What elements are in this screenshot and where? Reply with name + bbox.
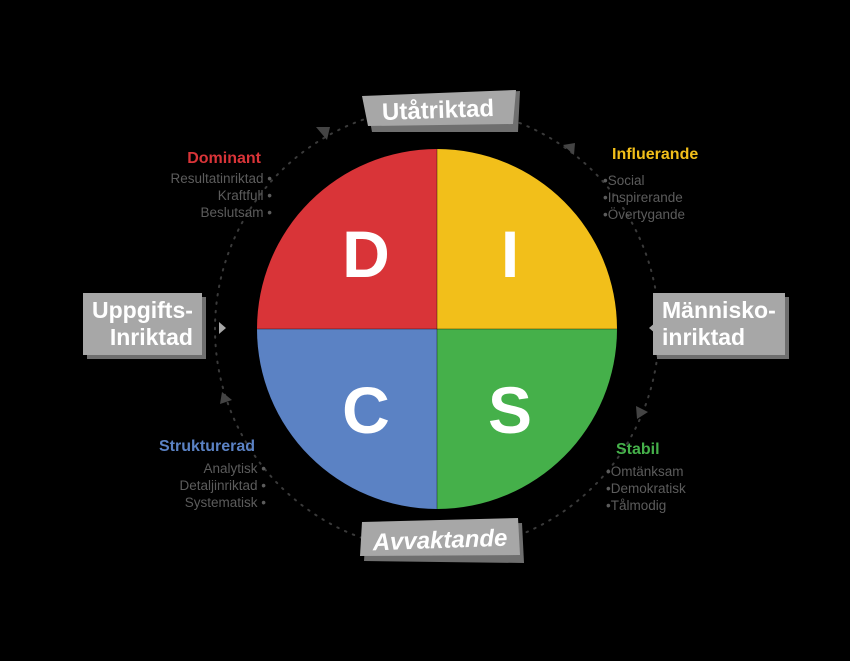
trait-item: Omtänksam <box>606 463 686 480</box>
letter-i: I <box>501 217 519 291</box>
influerande-title: Influerande <box>612 146 699 163</box>
trait-item: Analytisk <box>179 460 266 477</box>
strukturerad-traits: Analytisk Detaljinriktad Systematisk <box>179 460 266 511</box>
bottom-banner: Avvaktande <box>360 518 524 563</box>
orbit-arrow-top-right <box>563 143 575 155</box>
top-banner: Utåtriktad <box>362 90 520 132</box>
letter-d: D <box>342 217 390 291</box>
letter-s: S <box>488 373 532 447</box>
bottom-banner-label: Avvaktande <box>371 525 508 557</box>
trait-item: Resultatinriktad <box>170 170 272 187</box>
orbit-arrow-bottom-right <box>636 406 648 419</box>
strukturerad-title: Strukturerad <box>158 438 255 455</box>
task-oriented-line2: Inriktad <box>109 324 193 350</box>
influerande-traits: Social Inspirerande Övertygande <box>603 172 685 223</box>
people-oriented-box: Människo- inriktad <box>653 293 785 355</box>
top-banner-label: Utåtriktad <box>382 95 495 126</box>
quadrant-d <box>257 149 437 329</box>
trait-item: Beslutsam <box>170 204 272 221</box>
orbit-arrow-top-left <box>316 127 330 140</box>
task-oriented-box: Uppgifts- Inriktad <box>83 293 202 355</box>
quadrant-s <box>437 329 617 509</box>
left-box-pointer <box>219 322 226 334</box>
dominant-traits: Resultatinriktad Kraftfull Beslutsam <box>170 170 272 221</box>
quadrant-c <box>257 329 437 509</box>
trait-item: Demokratisk <box>606 480 686 497</box>
people-oriented-line1: Människo- <box>662 297 776 323</box>
task-oriented-line1: Uppgifts- <box>92 297 193 323</box>
orbit-arrow-bottom-left <box>220 392 232 404</box>
trait-item: Systematisk <box>179 494 266 511</box>
quadrant-i <box>437 149 617 329</box>
dominant-title: Dominant <box>187 150 261 167</box>
stabil-title: Stabil <box>616 441 660 458</box>
trait-item: Inspirerande <box>603 189 685 206</box>
trait-item: Social <box>603 172 685 189</box>
trait-item: Detaljinriktad <box>179 477 266 494</box>
disc-circle <box>257 149 617 509</box>
trait-item: Tålmodig <box>606 497 686 514</box>
trait-item: Kraftfull <box>170 187 272 204</box>
trait-item: Övertygande <box>603 206 685 223</box>
letter-c: C <box>342 373 390 447</box>
stabil-traits: Omtänksam Demokratisk Tålmodig <box>606 463 686 514</box>
people-oriented-line2: inriktad <box>662 324 746 350</box>
